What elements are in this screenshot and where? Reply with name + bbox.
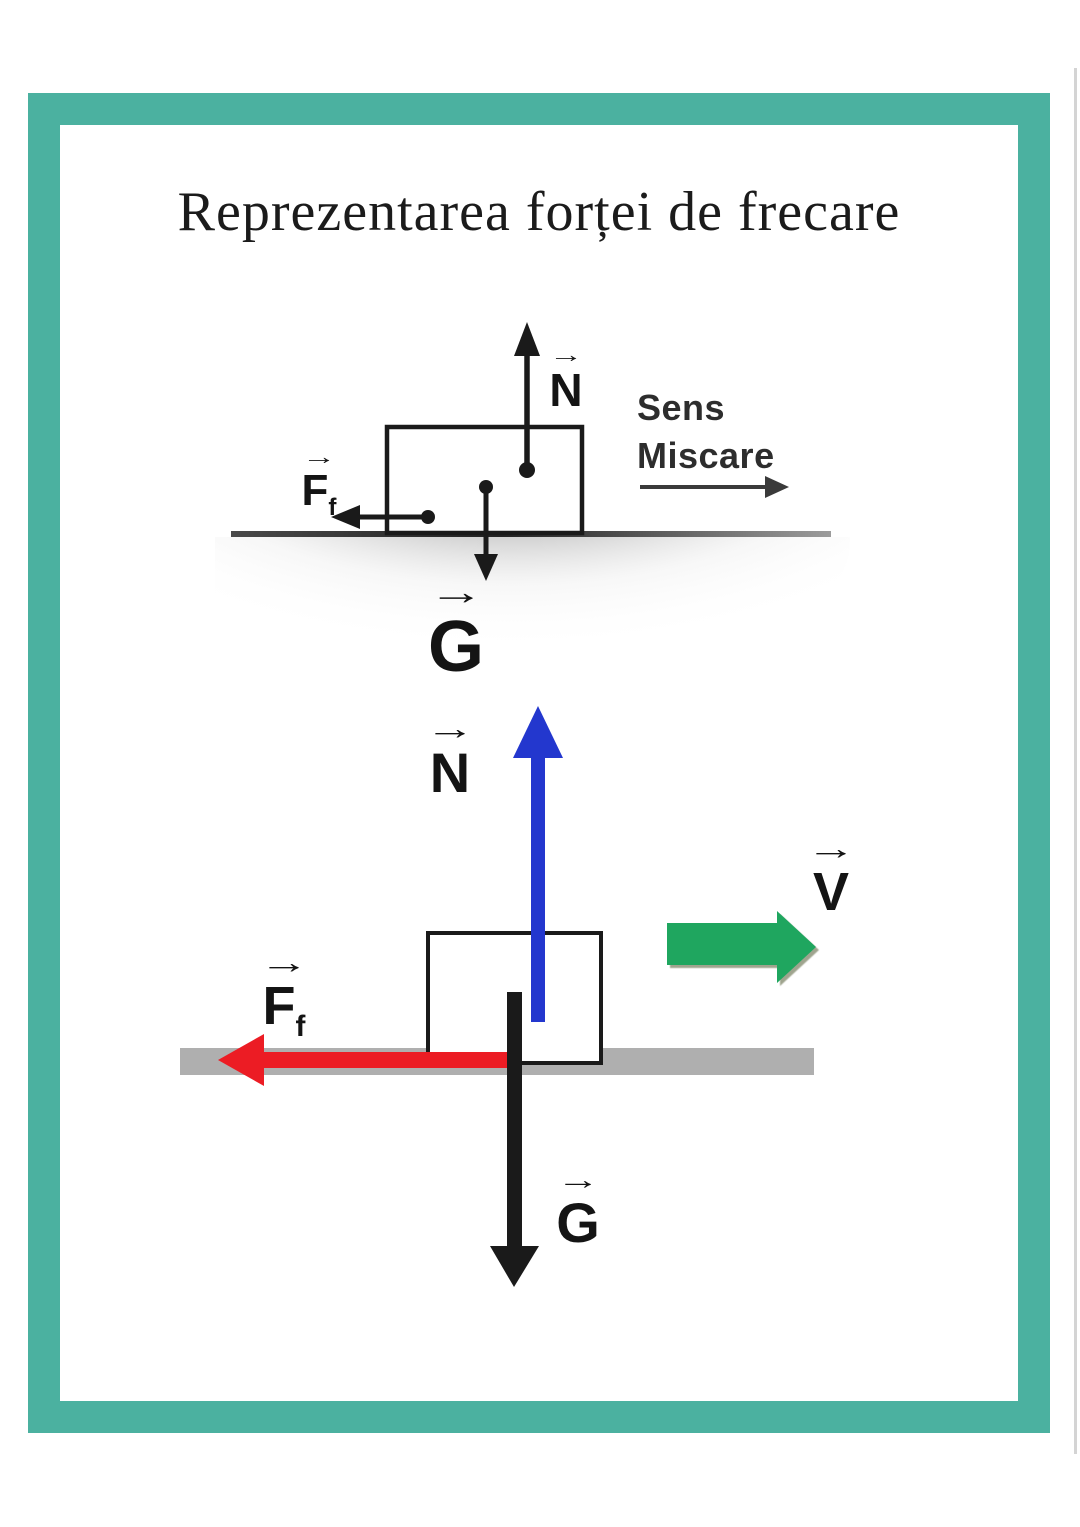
motion-label-line2: Miscare — [637, 435, 775, 476]
friction-force-arrowhead — [331, 505, 360, 529]
vector-arrow-icon: → — [428, 571, 484, 612]
top-normal-label: → N — [538, 342, 594, 416]
vector-arrow-icon: → — [548, 342, 584, 367]
velocity-symbol: V — [812, 862, 850, 922]
bottom-normal-symbol: N — [429, 741, 471, 804]
bottom-friction-diagram — [180, 706, 816, 1287]
vector-arrow-icon: → — [806, 830, 856, 866]
vector-arrow-icon: → — [425, 710, 475, 746]
normal-force-arrowhead — [513, 706, 563, 758]
velocity-label: → V — [798, 832, 864, 919]
teal-border-frame — [28, 93, 1050, 1433]
friction-force-arrowhead — [218, 1034, 264, 1086]
motion-direction-arrowhead — [765, 476, 789, 498]
top-normal-symbol: N — [549, 364, 583, 416]
top-friction-label: → Ff — [292, 444, 346, 521]
top-friction-diagram — [215, 322, 850, 700]
top-weight-label: → G — [418, 571, 494, 687]
normal-force-arrow-shaft — [531, 752, 545, 1022]
normal-force-arrowhead — [514, 322, 540, 356]
page-title: Reprezentarea forței de frecare — [177, 181, 901, 243]
motion-label-line1: Sens — [637, 387, 726, 428]
ground-shadow — [215, 537, 850, 700]
velocity-arrow — [667, 911, 816, 983]
vector-arrow-icon: → — [301, 444, 337, 469]
bottom-weight-symbol: G — [556, 1191, 600, 1254]
bottom-friction-subscript: f — [295, 1009, 306, 1043]
motion-direction-label: Sens Miscare — [637, 384, 775, 480]
page-edge-line — [1074, 68, 1077, 1454]
vector-arrow-icon: → — [259, 944, 309, 980]
weight-force-arrowhead — [474, 554, 498, 581]
normal-force-origin-dot — [519, 462, 535, 478]
bottom-weight-label: → G — [546, 1166, 610, 1251]
bottom-normal-label: → N — [418, 712, 482, 801]
bottom-friction-symbol: Ff — [262, 976, 306, 1043]
weight-force-arrowhead — [490, 1246, 539, 1287]
weight-force-arrow-shaft — [507, 992, 522, 1250]
vector-arrow-icon: → — [556, 1164, 600, 1195]
friction-force-arrow-shaft — [258, 1052, 514, 1068]
top-friction-subscript: f — [328, 493, 337, 521]
bottom-friction-label: → Ff — [244, 944, 324, 1043]
top-friction-symbol: Ff — [301, 466, 337, 521]
top-weight-symbol: G — [427, 607, 484, 687]
